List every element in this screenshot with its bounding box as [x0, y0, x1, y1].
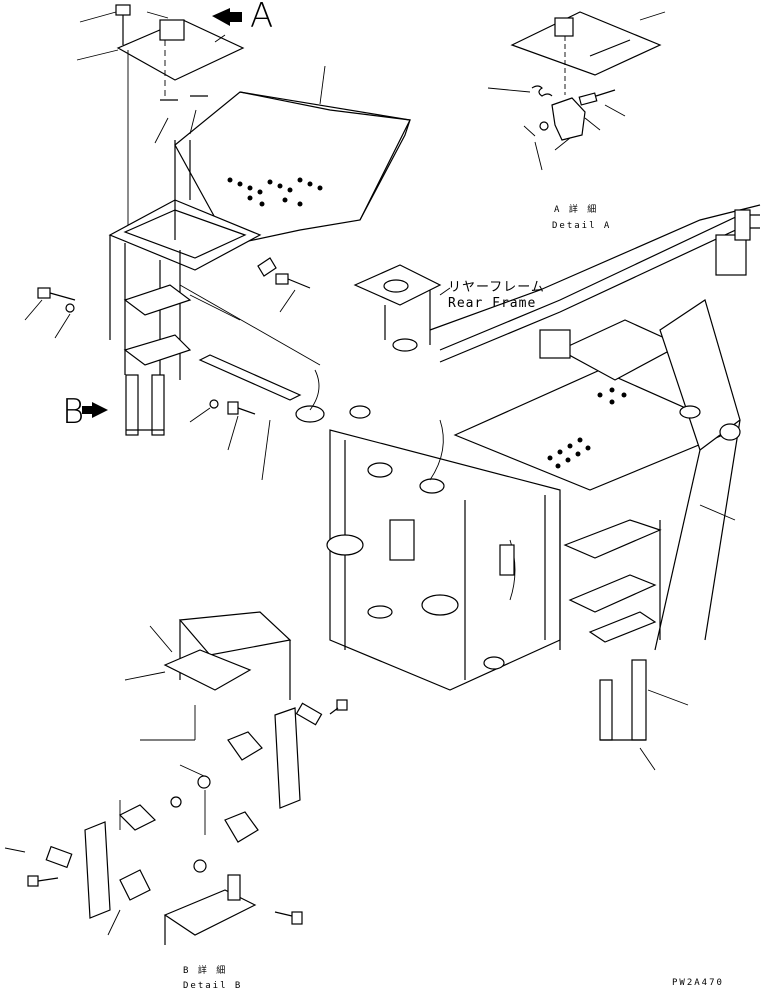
rear-frame-en: Rear Frame: [448, 296, 537, 311]
rear-frame: [295, 204, 761, 691]
detail-b-en: Detail B: [183, 981, 243, 991]
right-stirrup: [599, 659, 689, 771]
view-label-b: B: [62, 392, 85, 432]
detail-b-frame: [124, 611, 292, 741]
detail-b-base: [163, 859, 303, 945]
view-a-arrow: [212, 8, 242, 26]
top-bolt: [79, 4, 131, 45]
detail-b-plate-right: [274, 699, 348, 809]
middle-bolt: [257, 257, 311, 313]
detail-b-plate-left: [4, 821, 111, 919]
detail-a-pin: [578, 89, 626, 117]
detail-a-spring: [487, 85, 553, 97]
detail-a-clip: [551, 97, 601, 151]
rear-frame-jp: リヤーフレーム: [448, 280, 545, 295]
left-bolt: [24, 287, 76, 339]
detail-b-jp: B 詳 細: [183, 966, 228, 976]
deck-holes: [547, 387, 627, 469]
detail-b-clip-left: [107, 796, 182, 936]
rear-frame-leader: [439, 287, 451, 296]
detail-a-jp: A 詳 細: [554, 205, 599, 215]
detail-a-en: Detail A: [552, 221, 612, 231]
detail-a-cover: [510, 11, 666, 95]
cover-holes: [227, 177, 323, 207]
top-cover-plate: [76, 11, 245, 230]
detail-b-clip-right: [179, 731, 263, 843]
drawing-code: PW2A470: [672, 978, 724, 988]
view-label-a: A: [250, 0, 274, 36]
lower-bolt: [189, 399, 271, 481]
view-b-arrow: [82, 402, 108, 418]
step-frame: [108, 65, 411, 436]
detail-a-washer: [523, 121, 549, 171]
